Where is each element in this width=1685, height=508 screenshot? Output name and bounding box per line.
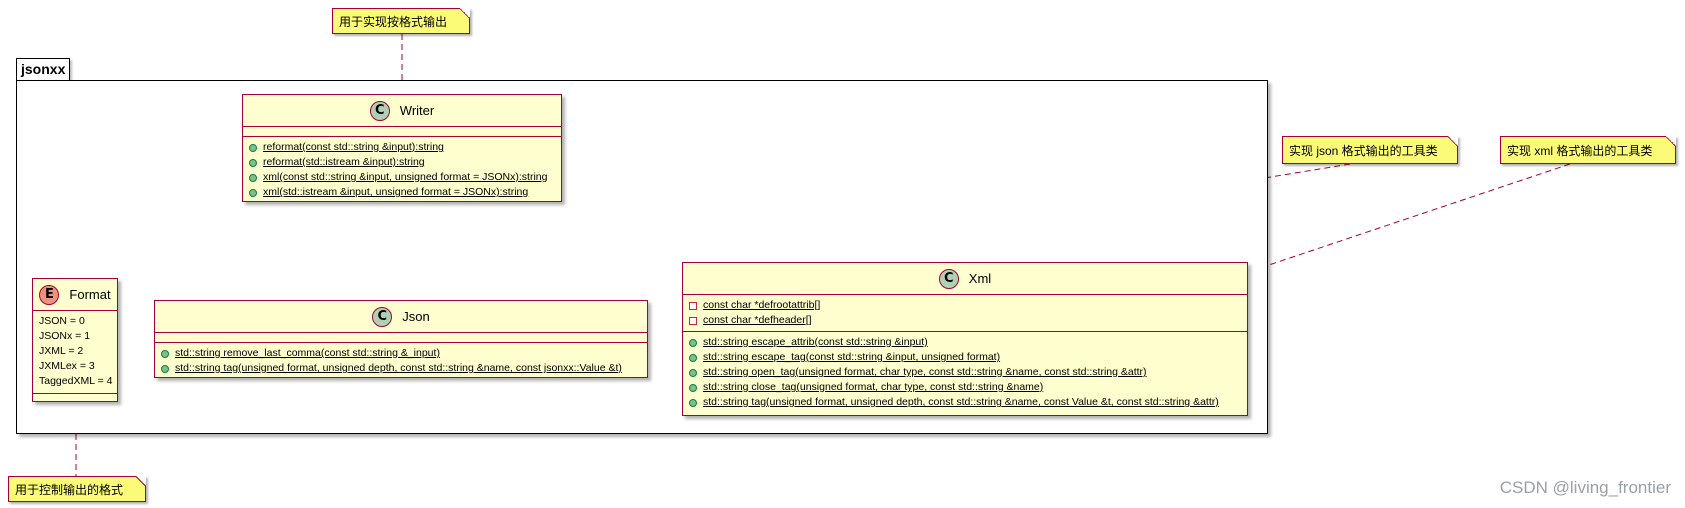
- note-fold-icon: [136, 476, 146, 486]
- public-method-icon: [249, 143, 257, 152]
- private-field-icon: [689, 301, 697, 310]
- public-method-icon: [689, 368, 697, 377]
- method-row: std::string open_tag(unsigned format, ch…: [683, 365, 1247, 380]
- enum-format-items: JSON = 0 JSONx = 1 JXML = 2 JXMLex = 3 T…: [33, 311, 117, 394]
- public-method-icon: [689, 353, 697, 362]
- enum-item: JSON = 0: [39, 315, 85, 327]
- method-row: std::string remove_last_comma(const std:…: [155, 346, 647, 361]
- class-xml-fields: const char *defrootattrib[] const char *…: [683, 295, 1247, 332]
- note-writer-text: 用于实现按格式输出: [339, 14, 448, 29]
- note-json: 实现 json 格式输出的工具类: [1282, 136, 1458, 164]
- class-json-name: Json: [402, 309, 430, 324]
- enum-item: JXML = 2: [39, 345, 84, 357]
- class-xml-methods: std::string escape_attrib(const std::str…: [683, 332, 1247, 410]
- class-xml-name: Xml: [968, 271, 992, 286]
- public-method-icon: [249, 173, 257, 182]
- enum-item: JSONx = 1: [39, 330, 91, 342]
- class-json-methods: std::string remove_last_comma(const std:…: [155, 343, 647, 376]
- class-writer-methods: reformat(const std::string &input):strin…: [243, 137, 561, 200]
- note-link-xml: [1247, 163, 1571, 273]
- public-method-icon: [689, 338, 697, 347]
- enum-format-name: Format: [69, 287, 111, 302]
- public-method-icon: [249, 188, 257, 197]
- note-fold-icon: [460, 8, 470, 18]
- field-row: const char *defheader[]: [683, 313, 1247, 328]
- public-method-icon: [689, 383, 697, 392]
- method-row: xml(std::istream &input, unsigned format…: [243, 185, 561, 200]
- class-writer-header: C Writer: [243, 95, 561, 127]
- private-field-icon: [689, 316, 697, 325]
- enum-item: JXMLex = 3: [39, 360, 95, 372]
- method-row: std::string escape_tag(const std::string…: [683, 350, 1247, 365]
- method-row: reformat(std::istream &input):string: [243, 155, 561, 170]
- enum-item: TaggedXML = 4: [39, 375, 113, 387]
- enum-format[interactable]: E Format JSON = 0 JSONx = 1 JXML = 2 JXM…: [32, 278, 118, 402]
- enum-stereotype-icon: E: [39, 284, 60, 305]
- note-format-text: 用于控制输出的格式: [15, 482, 124, 497]
- class-stereotype-icon: C: [369, 100, 390, 121]
- class-stereotype-icon: C: [372, 306, 393, 327]
- package-tab: jsonxx: [16, 58, 70, 80]
- method-row: reformat(const std::string &input):strin…: [243, 140, 561, 155]
- note-format: 用于控制输出的格式: [8, 476, 146, 502]
- class-writer-name: Writer: [399, 103, 435, 118]
- note-xml: 实现 xml 格式输出的工具类: [1500, 136, 1676, 164]
- class-json-header: C Json: [155, 301, 647, 333]
- enum-format-header: E Format: [33, 279, 117, 311]
- public-method-icon: [689, 398, 697, 407]
- method-row: std::string tag(unsigned format, unsigne…: [155, 361, 647, 376]
- class-xml[interactable]: C Xml const char *defrootattrib[] const …: [682, 262, 1248, 416]
- class-writer-fields: [243, 127, 561, 137]
- package-name: jsonxx: [21, 61, 66, 77]
- public-method-icon: [161, 364, 169, 373]
- method-row: std::string escape_attrib(const std::str…: [683, 335, 1247, 350]
- class-stereotype-icon: C: [938, 268, 959, 289]
- note-fold-icon: [1448, 136, 1458, 146]
- note-fold-icon: [1666, 136, 1676, 146]
- method-row: std::string close_tag(unsigned format, c…: [683, 380, 1247, 395]
- note-writer: 用于实现按格式输出: [332, 8, 470, 34]
- method-row: xml(const std::string &input, unsigned f…: [243, 170, 561, 185]
- public-method-icon: [249, 158, 257, 167]
- field-row: const char *defrootattrib[]: [683, 298, 1247, 313]
- note-xml-text: 实现 xml 格式输出的工具类: [1507, 143, 1653, 158]
- class-xml-header: C Xml: [683, 263, 1247, 295]
- watermark: CSDN @living_frontier: [1499, 478, 1671, 497]
- class-json-fields: [155, 333, 647, 343]
- public-method-icon: [161, 349, 169, 358]
- class-json[interactable]: C Json std::string remove_last_comma(con…: [154, 300, 648, 378]
- class-writer[interactable]: C Writer reformat(const std::string &inp…: [242, 94, 562, 202]
- note-json-text: 实现 json 格式输出的工具类: [1289, 143, 1438, 158]
- method-row: std::string tag(unsigned format, unsigne…: [683, 395, 1247, 410]
